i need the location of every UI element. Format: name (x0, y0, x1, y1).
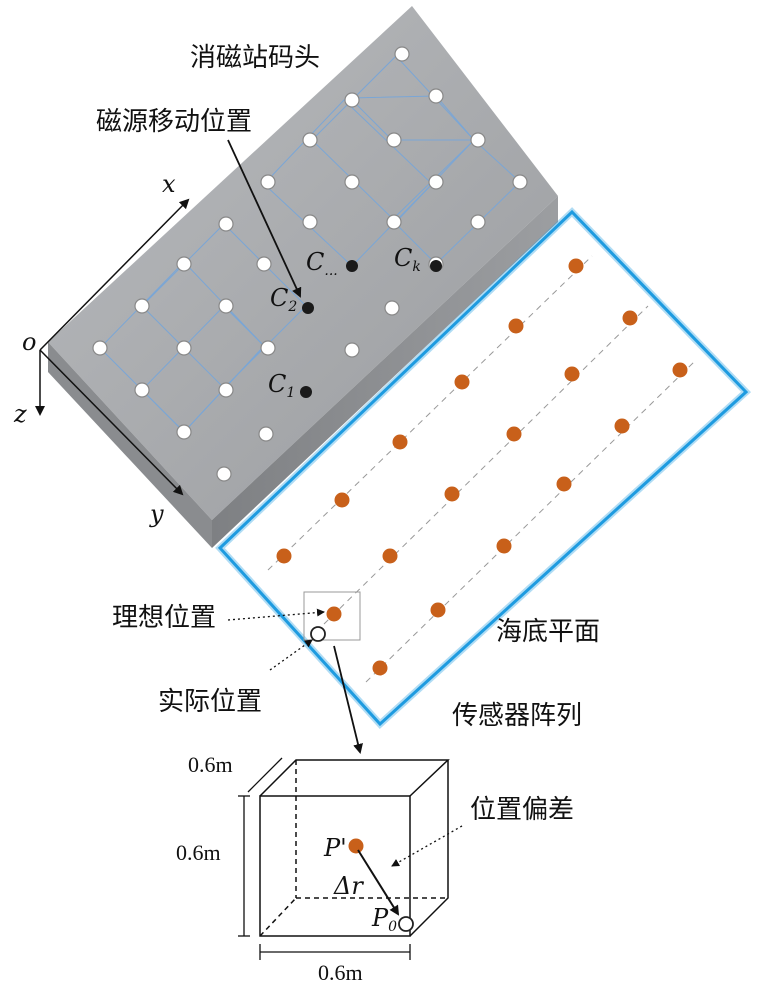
delta-r-label: Δr (333, 872, 364, 900)
source-markers (300, 260, 442, 398)
p-prime-label: P' (323, 834, 347, 862)
cube-hidden-diagonal (259, 897, 297, 937)
station-head-label: 消磁站码头 (190, 43, 320, 73)
sensor-lines (267, 255, 695, 683)
station-slab (48, 6, 558, 548)
ideal-position-pointer (227, 608, 325, 621)
p-prime-point (348, 838, 364, 854)
actual-position-marker (310, 626, 326, 642)
source-c2-label: C2 (270, 284, 297, 315)
cube-detail (259, 759, 450, 937)
cube-height-label: 0.6m (176, 840, 221, 865)
deviation-pointer (391, 825, 463, 867)
seabed-plane-label: 海底平面 (496, 617, 600, 647)
actual-position-label: 实际位置 (158, 687, 262, 717)
z-axis-label: z (13, 400, 27, 428)
cube-front (259, 795, 411, 937)
p0-point (398, 916, 414, 932)
x-axis (39, 198, 190, 351)
coil-points (92, 46, 528, 482)
position-deviation-label: 位置偏差 (470, 795, 574, 825)
ideal-position-label: 理想位置 (112, 603, 216, 633)
sensor-array-frame (215, 207, 752, 729)
source-ck-label: Ck (394, 244, 421, 275)
source-position-pointer (227, 139, 302, 298)
source-cdots-label: C... (306, 248, 338, 279)
coordinate-axes (35, 198, 190, 496)
p0-label: P0 (371, 904, 397, 935)
cube-width-label: 0.6m (318, 960, 363, 985)
y-axis-label: y (149, 500, 164, 528)
source-c1-label: C1 (268, 370, 295, 401)
slab-left-face (48, 342, 212, 548)
sensors (276, 258, 688, 676)
cube-top (259, 759, 450, 797)
source-c1 (300, 386, 312, 398)
origin-label: o (22, 328, 36, 356)
sensor-array-label: 传感器阵列 (452, 701, 582, 731)
deviation-vector (357, 849, 400, 916)
source-ck (430, 260, 442, 272)
cube-dimensions (238, 757, 411, 960)
actual-position-pointer (269, 639, 313, 671)
y-axis (39, 349, 184, 496)
highlight-box (303, 591, 361, 641)
cube-right (409, 760, 449, 937)
cube-depth-label: 0.6m (188, 752, 233, 777)
x-axis-label: x (162, 170, 176, 198)
slab-right-face (212, 196, 558, 548)
slab-top-face (48, 6, 558, 520)
source-cdots (346, 260, 358, 272)
zoom-arrow (333, 645, 363, 754)
source-c2 (302, 302, 314, 314)
source-moving-label: 磁源移动位置 (96, 107, 252, 137)
